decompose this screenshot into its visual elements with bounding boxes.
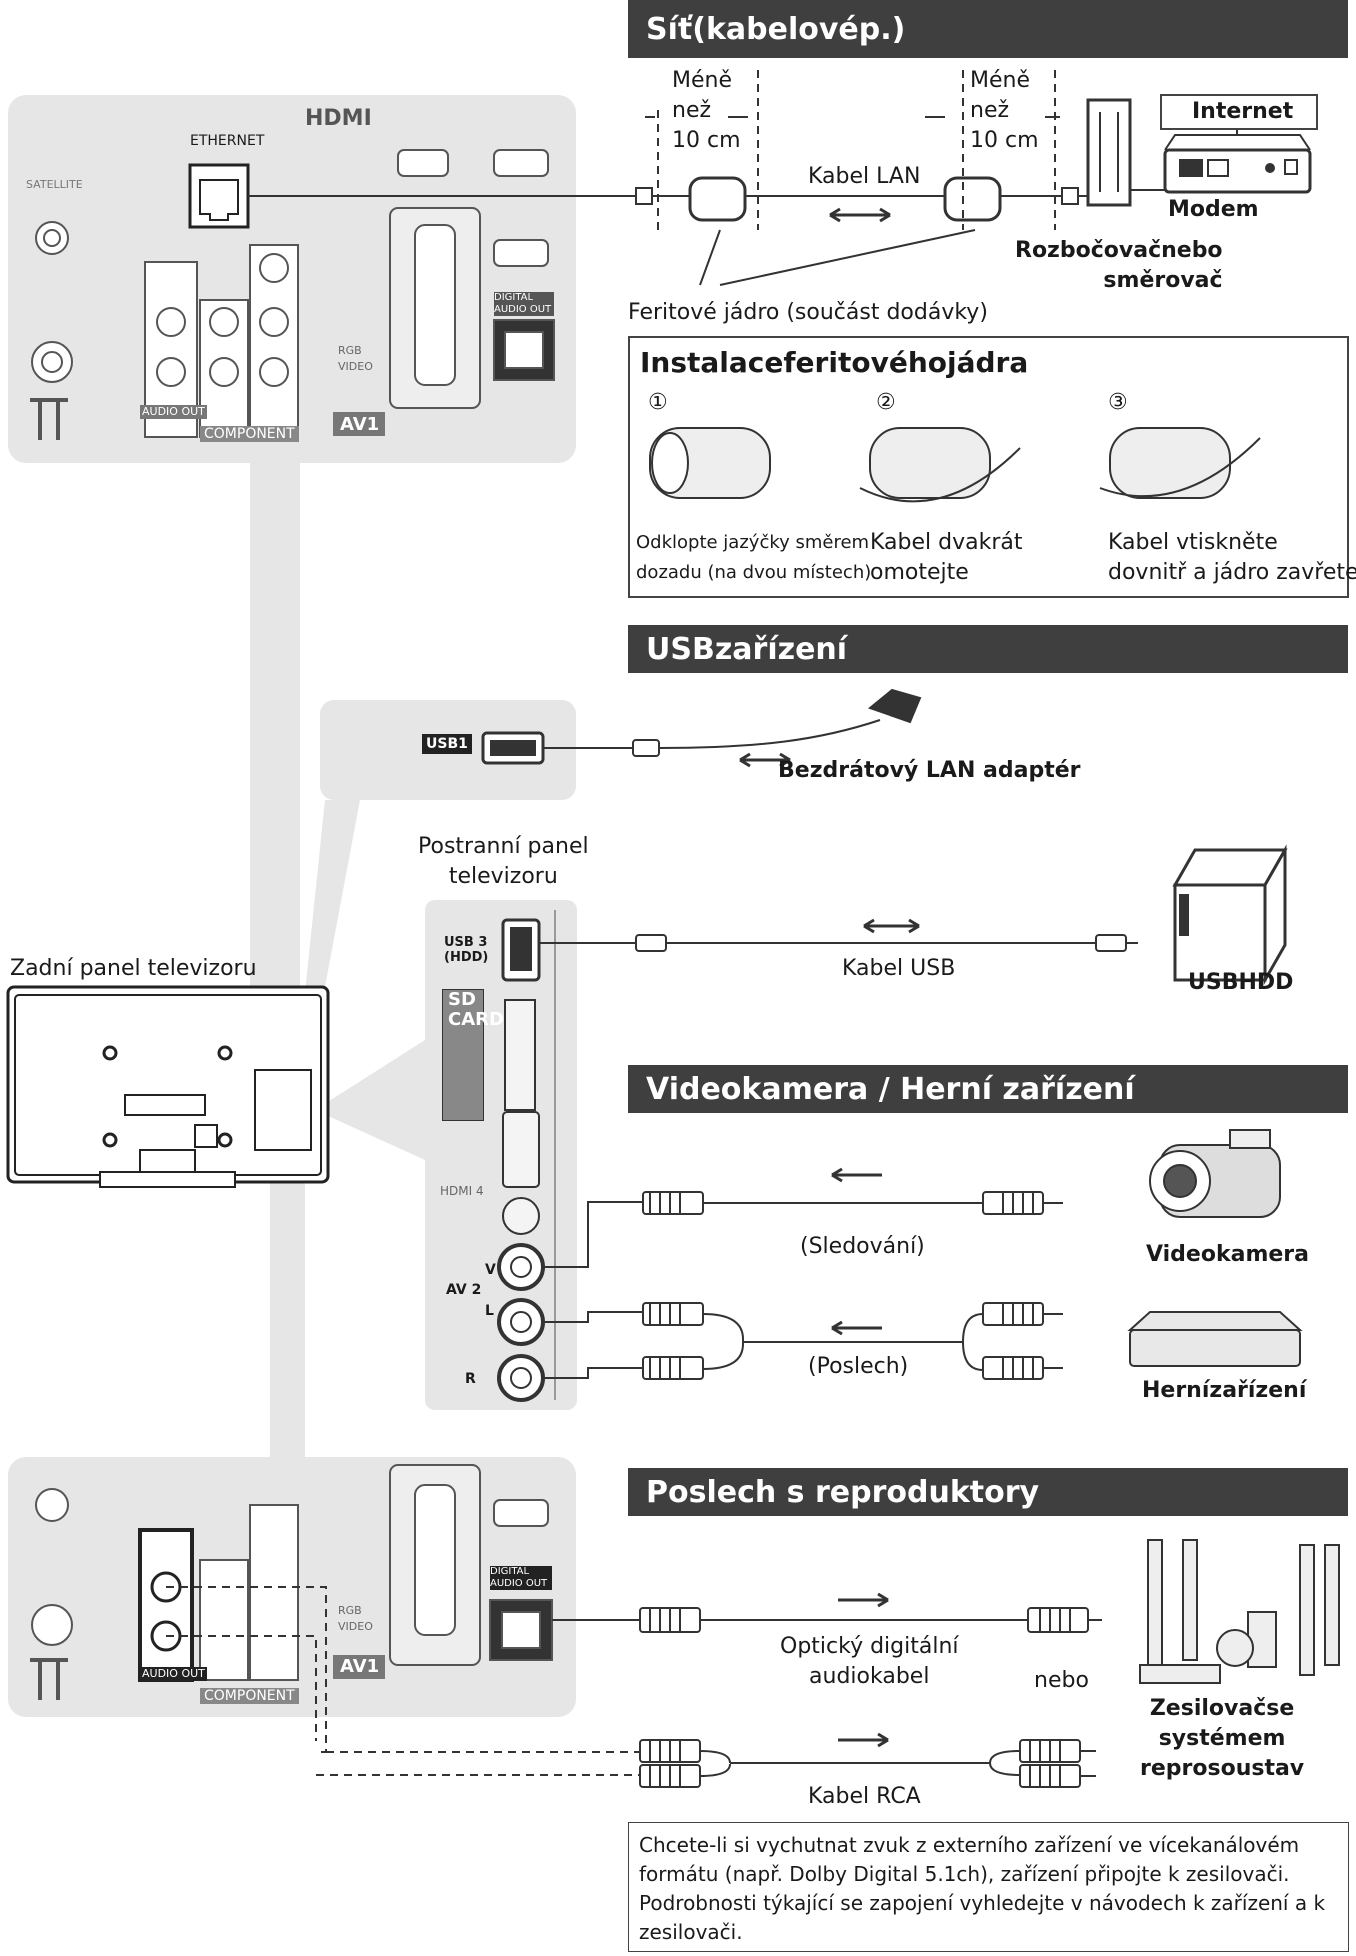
step-3-num: ③: [1108, 390, 1128, 415]
audio-out-label-bottom: AUDIO OUT: [140, 1667, 207, 1681]
usb-hdd-cable: [539, 844, 1288, 986]
step-1-text: Odklopte jazýčky směrem dozadu (na dvou …: [636, 532, 872, 583]
ferrite-steps-illustration: [649, 427, 1261, 503]
rca-cable-label: Kabel RCA: [808, 1784, 921, 1809]
internet-box: Internet: [1160, 94, 1318, 130]
step-2-num: ②: [876, 390, 896, 415]
r-label: R: [465, 1371, 476, 1387]
callout-usb1: [300, 800, 360, 1040]
step-1-num: ①: [648, 390, 668, 415]
optical-cable-label: Optický digitální audiokabel: [780, 1634, 959, 1689]
ethernet-label: ETHERNET: [190, 133, 265, 149]
step-2-text: Kabel dvakrát omotejte: [870, 530, 1023, 585]
router-label: Rozbočovačnebo směrovač: [1015, 238, 1223, 293]
av-cables: [543, 1167, 1063, 1380]
header-video: Videokamera / Herní zařízení: [628, 1065, 1348, 1113]
camcorder-icon: [1149, 1129, 1281, 1218]
side-panel-caption: Postranní panel televizoru: [418, 834, 589, 889]
rear-panel-bottom-ports: [30, 1464, 553, 1753]
multichannel-note-text: Chcete-li si vychutnat zvuk z externího …: [639, 1833, 1326, 1944]
ferrite-install-title: Instalaceferitovéhojádra: [640, 346, 1029, 379]
amplifier-label: Zesilovačse systémem reprosoustav: [1140, 1696, 1305, 1781]
listen-label: (Poslech): [808, 1354, 909, 1379]
digital-audio-out-label-top: DIGITAL AUDIO OUT: [494, 292, 554, 316]
header-audio: Poslech s reproduktory: [628, 1468, 1348, 1516]
usb-adapter-cable: [481, 688, 922, 768]
usb-cable-label: Kabel USB: [842, 956, 956, 981]
callout-top: [250, 463, 300, 1035]
ferrite-install-box: Instalaceferitovéhojádra ① ② ③ Odklopte …: [628, 336, 1356, 598]
av1-label-bottom: AV1: [340, 1656, 380, 1677]
video-label-top: VIDEO: [338, 360, 373, 373]
tv-back-icon: [6, 985, 330, 1188]
callout-side: [315, 1040, 425, 1160]
ferrite-label: Feritové jádro (součást dodávky): [628, 300, 988, 325]
distance-label-2: Méně než 10 cm: [970, 68, 1039, 153]
av2-label: AV 2: [446, 1282, 482, 1298]
game-console-label: Hernízařízení: [1142, 1378, 1307, 1403]
ferrite-core-closed-icon: [1109, 427, 1231, 499]
camcorder-label: Videokamera: [1146, 1242, 1309, 1267]
lan-cable-label: Kabel LAN: [808, 164, 921, 189]
or-label: nebo: [1034, 1668, 1089, 1693]
digital-audio-out-label-bottom: DIGITAL AUDIO OUT: [490, 1566, 552, 1590]
l-label: L: [485, 1303, 494, 1319]
rgb-label-bottom: RGB: [338, 1604, 362, 1617]
video-label-bottom: VIDEO: [338, 1620, 373, 1633]
component-label-top: COMPONENT: [200, 426, 299, 442]
usb3-label: USB 3 (HDD): [444, 935, 489, 965]
distance-label-1: Méně než 10 cm: [672, 68, 741, 153]
v-label: V: [485, 1262, 496, 1278]
header-network: Síť(kabelovép.): [628, 0, 1348, 58]
callout-bottom: [270, 1120, 305, 1457]
usb-hdd-label: USBHDD: [1188, 970, 1294, 995]
header-usb: USBzařízení: [628, 625, 1348, 673]
usb1-label: USB1: [422, 734, 472, 754]
step-3-text: Kabel vtiskněte dovnitř a jádro zavřete: [1108, 530, 1356, 585]
satellite-label: SATELLITE: [26, 178, 83, 191]
rear-panel-top-ports: [30, 149, 555, 440]
multichannel-note: Chcete-li si vychutnat zvuk z externího …: [628, 1822, 1349, 1952]
audio-out-label-top: AUDIO OUT: [140, 405, 207, 419]
sd-card-label: SD CARD: [448, 989, 504, 1030]
hdmi-logo: HDMI: [305, 106, 372, 131]
internet-label: Internet: [1192, 99, 1294, 124]
ferrite-core-wrap-icon: [869, 427, 991, 499]
rear-panel-caption: Zadní panel televizoru: [10, 956, 257, 981]
component-label-bottom: COMPONENT: [200, 1688, 299, 1704]
lan-cable: [248, 70, 1312, 286]
speaker-system-icon: [1139, 1539, 1340, 1684]
svg-text:AV1: AV1: [340, 414, 379, 435]
hdmi4-label: HDMI 4: [440, 1184, 484, 1198]
audio-cables: [316, 1592, 1102, 1788]
game-console-icon: [1127, 1311, 1303, 1367]
wireless-adapter-label: Bezdrátový LAN adaptér: [778, 758, 1081, 783]
rgb-label-top: RGB: [338, 344, 362, 357]
watch-label: (Sledování): [800, 1234, 925, 1259]
modem-label: Modem: [1168, 197, 1259, 222]
